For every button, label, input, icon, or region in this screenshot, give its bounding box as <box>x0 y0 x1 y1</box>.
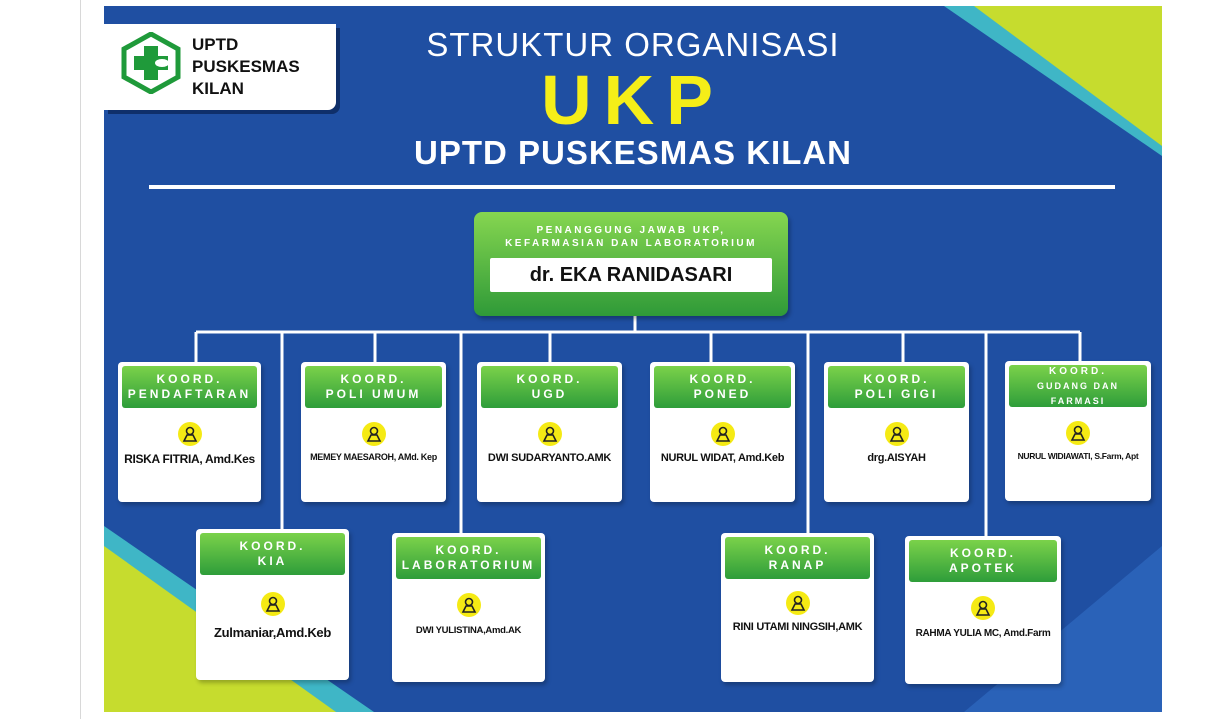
coord-title-1: KOORD. <box>764 543 831 557</box>
coord-title-1: KOORD. <box>1049 365 1107 377</box>
person-icon <box>971 596 995 620</box>
org-connectors <box>194 316 1082 536</box>
coord-name: drg.AISYAH <box>867 452 926 464</box>
coord-name: RINI UTAMI NINGSIH,AMK <box>732 621 863 633</box>
coord-name: DWI YULISTINA,Amd.AK <box>415 625 522 636</box>
org-chart-poster: UPTD PUSKESMAS KILAN STRUKTUR ORGANISASI… <box>104 6 1162 712</box>
head-label-line-1: PENANGGUNG JAWAB UKP, <box>536 225 726 236</box>
title-main: UKP <box>541 61 725 139</box>
coord-header: KOORD. RANAP <box>725 537 870 579</box>
logo-line-1: UPTD <box>192 35 239 54</box>
coord-card-ranap: KOORD. RANAP RINI UTAMI NINGSIH,AMK <box>721 533 874 682</box>
logo-box: UPTD PUSKESMAS KILAN <box>104 24 336 110</box>
coord-title-1: KOORD. <box>689 372 756 386</box>
coord-title-1: KOORD. <box>516 372 583 386</box>
coord-header: KOORD. LABORATORIUM <box>396 537 541 579</box>
coord-name: MEMEY MAESAROH, AMd. Kep <box>310 452 437 462</box>
head-card: PENANGGUNG JAWAB UKP, KEFARMASIAN DAN LA… <box>474 212 788 316</box>
coord-title-1: KOORD. <box>863 372 930 386</box>
coord-title-2: POLI UMUM <box>325 387 422 401</box>
coord-card-gudang-farmasi: KOORD. GUDANG DAN FARMASI NURUL WIDIAWAT… <box>1005 361 1151 501</box>
person-icon <box>710 422 735 446</box>
coord-header: KOORD. POLI UMUM <box>305 366 442 408</box>
coord-title-1: KOORD. <box>340 372 407 386</box>
coord-title-2: GUDANG DAN FARMASI <box>1037 380 1119 406</box>
coord-header: KOORD. APOTEK <box>909 540 1057 582</box>
coord-header: KOORD. KIA <box>200 533 345 575</box>
title-top: STRUKTUR ORGANISASI <box>426 26 840 63</box>
coord-title-2: RANAP <box>768 558 827 572</box>
coord-card-poned: KOORD. PONED NURUL WIDAT, Amd.Keb <box>650 362 795 502</box>
coord-name: RISKA FITRIA, Amd.Kes <box>124 452 255 466</box>
person-icon <box>177 422 202 446</box>
coord-card-poli-umum: KOORD. POLI UMUM MEMEY MAESAROH, AMd. Ke… <box>301 362 446 502</box>
person-icon <box>537 422 562 446</box>
coord-name: NURUL WIDIAWATI, S.Farm, Apt <box>1017 451 1139 461</box>
coord-header: KOORD. POLI GIGI <box>828 366 965 408</box>
coord-header: KOORD. UGD <box>481 366 618 408</box>
coord-name: RAHMA YULIA MC, Amd.Farm <box>915 628 1051 639</box>
person-icon <box>260 592 285 616</box>
coord-title-1: KOORD. <box>435 543 502 557</box>
person-icon <box>361 422 386 446</box>
coord-card-apotek: KOORD. APOTEK RAHMA YULIA MC, Amd.Farm <box>905 536 1061 684</box>
logo-line-3: KILAN <box>192 79 244 98</box>
page-left-divider <box>80 0 81 719</box>
coord-header: KOORD. PENDAFTARAN <box>122 366 257 408</box>
person-icon <box>785 591 810 615</box>
coord-name: Zulmaniar,Amd.Keb <box>214 625 331 640</box>
coord-title-2: PONED <box>693 387 752 401</box>
coord-title-2: KIA <box>257 554 288 568</box>
coord-title-1: KOORD. <box>950 546 1016 560</box>
person-icon <box>884 422 909 446</box>
coord-card-kia: KOORD. KIA Zulmaniar,Amd.Keb <box>196 529 349 680</box>
deco-lime-top-right <box>974 6 1162 146</box>
coord-name: NURUL WIDAT, Amd.Keb <box>660 452 785 464</box>
title-sub: UPTD PUSKESMAS KILAN <box>413 134 853 171</box>
coord-title-2: UGD <box>531 387 568 401</box>
coord-title-1: KOORD. <box>156 372 223 386</box>
coord-name: DWI SUDARYANTO.AMK <box>487 452 612 464</box>
person-icon <box>1066 421 1090 445</box>
logo-line-2: PUSKESMAS <box>192 57 300 76</box>
coord-title-1: KOORD. <box>239 539 306 553</box>
puskesmas-logo-icon <box>121 32 181 94</box>
coord-card-laboratorium: KOORD. LABORATORIUM DWI YULISTINA,Amd.AK <box>392 533 545 682</box>
coord-card-ugd: KOORD. UGD DWI SUDARYANTO.AMK <box>477 362 622 502</box>
coord-header: KOORD. GUDANG DAN FARMASI <box>1009 365 1147 407</box>
coord-title-2: APOTEK <box>948 561 1017 575</box>
coord-title-2: PENDAFTARAN <box>127 387 252 401</box>
coord-title-2: LABORATORIUM <box>401 558 536 572</box>
title-divider <box>149 185 1115 189</box>
coord-card-poli-gigi: KOORD. POLI GIGI drg.AISYAH <box>824 362 969 502</box>
coord-title-2: POLI GIGI <box>854 387 939 401</box>
head-label-line-2: KEFARMASIAN DAN LABORATORIUM <box>505 238 757 249</box>
coord-card-pendaftaran: KOORD. PENDAFTARAN RISKA FITRIA, Amd.Kes <box>118 362 261 502</box>
person-icon <box>456 593 481 617</box>
coord-header: KOORD. PONED <box>654 366 791 408</box>
head-name: dr. EKA RANIDASARI <box>490 258 772 292</box>
